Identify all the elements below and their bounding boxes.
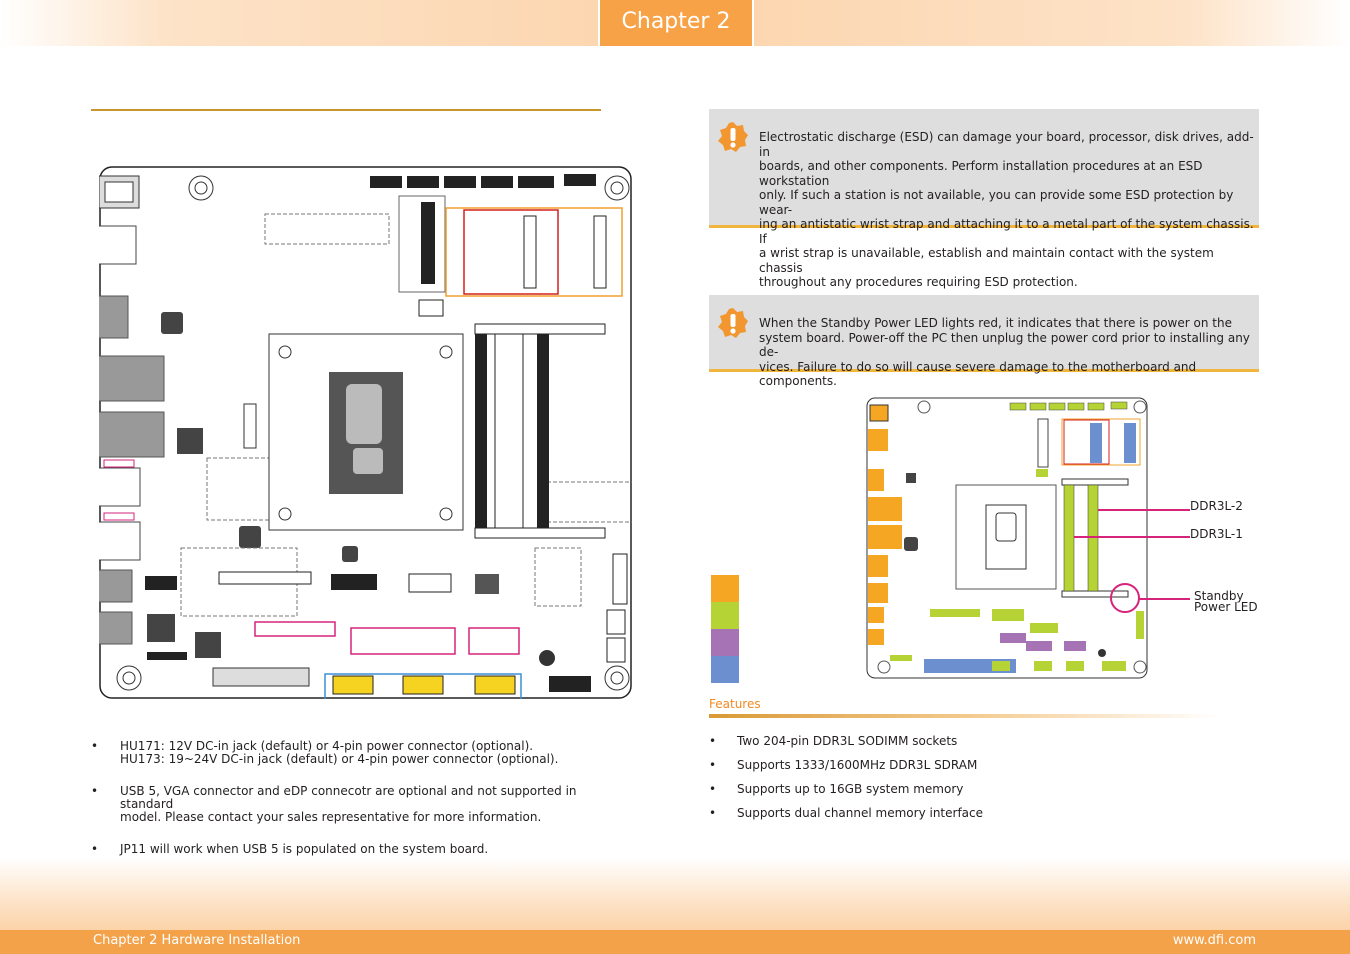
- standby-label: Standby: [1194, 589, 1244, 603]
- chapter-tab: Chapter 2: [598, 0, 754, 46]
- legend-swatch-purple: [711, 629, 739, 656]
- exclamation-icon: [718, 122, 748, 152]
- pointer-lines: [1148, 509, 1190, 600]
- note-item: USB 5, VGA connector and eDP connecotr a…: [91, 785, 621, 824]
- list-item: Supports 1333/1600MHz DDR3L SDRAM: [709, 758, 983, 782]
- list-item: Supports dual channel memory interface: [709, 806, 983, 830]
- footer-url[interactable]: www.dfi.com: [1172, 933, 1256, 948]
- mini-board-diagram: [866, 397, 1148, 679]
- power-led-label: Power LED: [1194, 600, 1258, 614]
- esd-warning-callout: Electrostatic discharge (ESD) can damage…: [709, 109, 1259, 289]
- features-rule: [709, 714, 1219, 718]
- note-item: HU171: 12V DC-in jack (default) or 4-pin…: [91, 740, 621, 766]
- list-item: Two 204-pin DDR3L SODIMM sockets: [709, 734, 983, 758]
- features-heading: Features: [709, 697, 761, 711]
- footer-chapter: Chapter 2 Hardware Installation: [93, 933, 301, 948]
- standby-warning-callout: When the Standby Power LED lights red, i…: [709, 295, 1259, 388]
- section-rule: [91, 109, 601, 111]
- legend-swatch-blue: [711, 656, 739, 683]
- list-item: Supports up to 16GB system memory: [709, 782, 983, 806]
- ddr3l-2-label: DDR3L-2: [1190, 499, 1243, 513]
- features-list: Two 204-pin DDR3L SODIMM sockets Support…: [709, 734, 983, 830]
- exclamation-icon: [718, 308, 748, 338]
- legend-swatch-orange: [711, 575, 739, 602]
- board-diagram: [99, 166, 632, 699]
- notes-list: HU171: 12V DC-in jack (default) or 4-pin…: [91, 740, 621, 875]
- footer-band: [0, 858, 1350, 930]
- note-item: JP11 will work when USB 5 is populated o…: [91, 843, 621, 857]
- footer: Chapter 2 Hardware Installation www.dfi.…: [0, 930, 1350, 954]
- legend-swatch-green: [711, 602, 739, 629]
- ddr3l-1-label: DDR3L-1: [1190, 527, 1243, 541]
